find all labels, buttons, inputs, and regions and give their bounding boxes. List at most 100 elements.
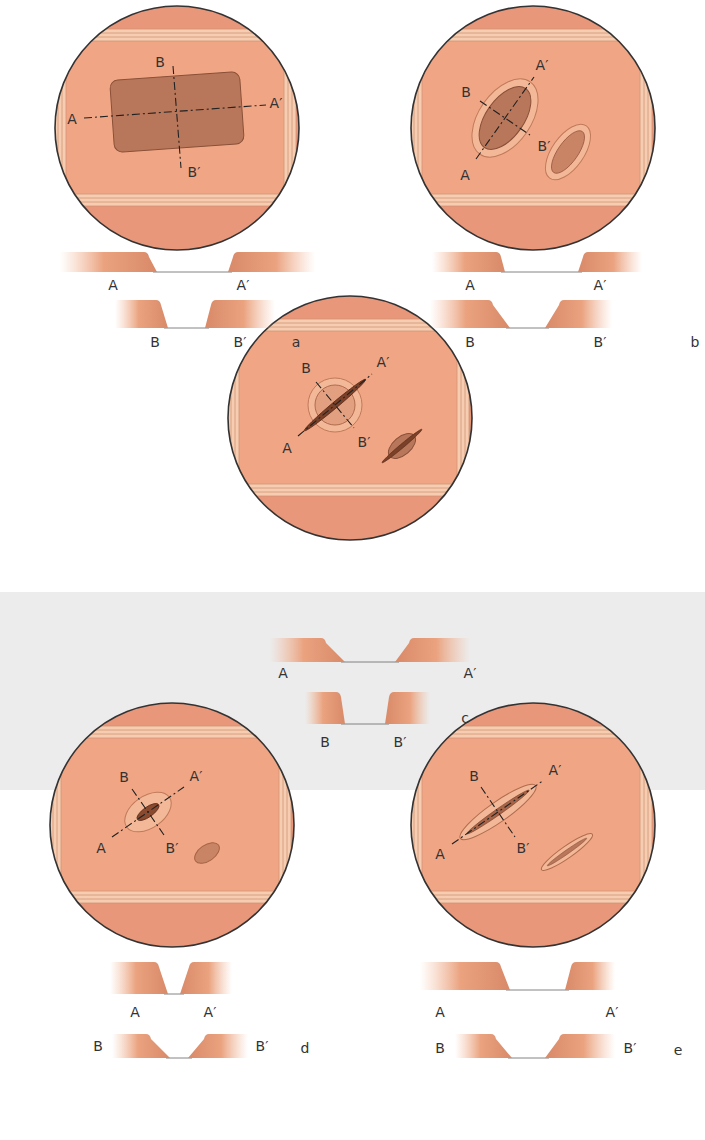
wall-line [279,703,280,947]
wall-line [411,33,655,34]
section-label: B [150,335,160,349]
pit-outline [545,126,590,178]
section-line [316,382,354,428]
wall-line [411,37,655,38]
wall-section-right [545,1034,615,1058]
wall-section [112,1034,248,1058]
wall-section-left [430,300,510,328]
wall-line [239,296,240,540]
panel-letter: e [674,1043,683,1057]
wall-line [648,6,649,250]
section-label: A [435,1005,445,1019]
cell-grid [49,703,294,947]
section-label: A′ [204,1005,217,1019]
wall-line [411,198,655,199]
wall-section-left [455,1034,512,1058]
cell-wall [227,296,239,540]
wall-section [455,1034,615,1058]
wall-line [50,891,294,892]
section-label: A [465,278,475,292]
section-label: B [469,769,479,783]
wall-line [652,6,653,250]
cell-wall [228,484,472,496]
wall-line [55,198,299,199]
wall-line [418,6,419,250]
wall-line [411,734,655,735]
wall-line [50,899,294,900]
section-baseline [153,272,232,273]
wall-line [50,726,294,727]
section-label: B′ [358,435,371,449]
neighbour-cells [228,296,472,540]
wall-line [58,6,59,250]
pit-outline [455,777,542,846]
cell-wall [50,726,294,738]
pit-outline [458,67,551,169]
microscope-field [227,296,472,540]
section-label: A′ [464,666,477,680]
wall-line [283,703,284,947]
section-label: B′ [234,335,247,349]
cell-lumen [416,35,646,200]
wall-line [411,895,655,896]
section-line [132,789,164,835]
wall-line [61,703,62,947]
wall-section [270,638,470,662]
section-label: A [108,278,118,292]
wall-section [432,252,642,272]
field-border [55,6,299,250]
microscope-field [49,703,294,947]
section-label: A′ [237,278,250,292]
cell-grid [410,703,655,947]
wall-section-right [205,300,275,328]
wall-line [284,6,285,250]
section-label: A′ [377,355,390,369]
pit-outline [191,838,223,867]
wall-line [411,726,655,727]
wall-line [644,6,645,250]
wall-line [411,891,655,892]
wall-line [288,6,289,250]
section-label: A′ [270,96,283,110]
wall-line [411,899,655,900]
section-label: A [278,666,288,680]
pit-outline [381,428,423,464]
wall-line [228,492,472,493]
section-label: B′ [394,735,407,749]
section-label: A′ [606,1005,619,1019]
wall-line [55,29,299,30]
section-line [452,780,544,844]
cell-wall [49,703,61,947]
wall-line [50,734,294,735]
neighbour-cells [411,6,655,250]
wall-line [55,33,299,34]
wall-line [231,296,232,540]
wall-section [110,962,232,994]
cell-grid [227,296,472,540]
section-line [298,374,372,436]
cell-wall [457,296,469,540]
section-baseline [501,272,582,273]
wall-section [115,300,275,328]
section-baseline [508,1058,549,1059]
wall-section-left [432,252,505,272]
wall-line [422,703,423,947]
cell-wall [411,891,655,903]
wall-section-left [420,962,510,990]
wall-line [228,488,472,489]
pit-outline [537,117,600,188]
section-line [112,787,184,837]
section-label: B [93,1039,103,1053]
wall-line [55,37,299,38]
wall-line [414,6,415,250]
section-line [84,105,266,118]
section-label: B [301,361,311,375]
wall-line [57,703,58,947]
section-label: A [435,847,445,861]
wall-line [55,194,299,195]
wall-line [411,730,655,731]
cell-wall [279,703,291,947]
wall-section-left [60,252,157,272]
section-label: A [130,1005,140,1019]
